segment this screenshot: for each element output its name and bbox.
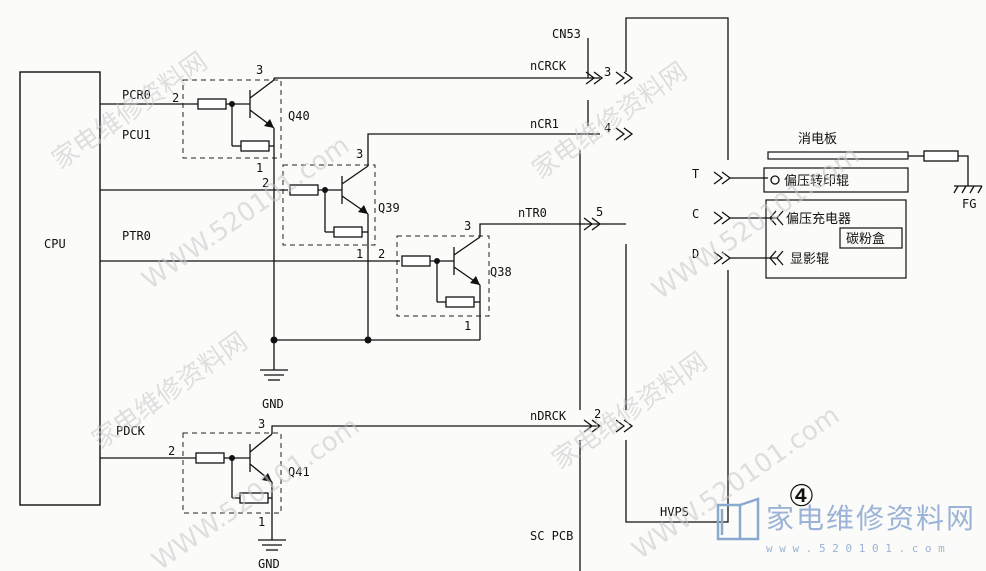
ndrck-wire	[271, 425, 600, 434]
transfer-roller-label: 偏压转印辊	[784, 174, 849, 189]
pcu1-label: PCU1	[122, 128, 151, 142]
toner-box-label: 碳粉盒	[846, 231, 885, 247]
pcr0-label: PCR0	[122, 88, 151, 102]
t-label: T	[692, 167, 699, 181]
pin-cn-3: 3	[604, 65, 611, 79]
transistor-q40	[182, 78, 282, 159]
watermark-text-2: 家电维修资料网	[87, 327, 253, 456]
ncr1-wire	[367, 133, 600, 166]
transistor-q39	[282, 164, 376, 246]
connector-chevron-4	[615, 127, 634, 141]
hvps-label: HVPS	[660, 505, 689, 519]
ncrck-label: nCRCK	[530, 59, 567, 73]
pin-q39-3: 3	[356, 147, 363, 161]
pin-q40-1: 1	[256, 161, 263, 175]
pin-q41-1: 1	[258, 515, 265, 529]
toner-box-frame	[839, 227, 903, 249]
pin-q38-1: 1	[464, 319, 471, 333]
pin-cn-2: 2	[594, 407, 601, 421]
transistor-q41	[182, 432, 282, 540]
pin-cn-4: 4	[604, 121, 611, 135]
q40-label: Q40	[288, 109, 310, 123]
transistor-q38	[396, 235, 490, 340]
cpu-block	[19, 71, 101, 506]
fg-resistor	[923, 150, 959, 162]
ground-symbol-bottom	[258, 539, 286, 551]
ntr0-label: nTR0	[518, 206, 547, 220]
transfer-roller-icon	[770, 175, 780, 185]
connector-chevron-2	[583, 419, 634, 433]
connector-chevron-3	[585, 71, 634, 85]
q38-label: Q38	[490, 265, 512, 279]
pin-q39-1: 1	[356, 247, 363, 261]
pin-q41-3: 3	[258, 417, 265, 431]
q39-label: Q39	[378, 201, 400, 215]
watermark-url-2: WWW.520101.com	[147, 411, 365, 571]
watermark-url-1: WWW.520101.com	[137, 130, 355, 295]
cn53-label: CN53	[552, 27, 581, 41]
pin-q39-2: 2	[262, 176, 269, 190]
pin-q40-2: 2	[172, 91, 179, 105]
charger-label: 偏压充电器	[786, 211, 851, 227]
ntr0-wire	[479, 223, 600, 237]
transfer-roller-box	[763, 167, 909, 193]
pin-q38-3: 3	[464, 219, 471, 233]
gnd-label-top: GND	[262, 397, 284, 411]
watermark-overlay: 家电维修资料网 WWW.520101.com 家电维修资料网 WWW.52010…	[47, 47, 865, 571]
hvps-frame-top	[625, 17, 729, 160]
ncr1-label: nCR1	[530, 117, 559, 131]
c-label: C	[692, 207, 699, 221]
ptr0-label: PTR0	[122, 229, 151, 243]
site-logo: 家电维修资料网 w w w . 5 2 0 1 0 1 . c o m	[716, 497, 976, 555]
gnd-label-bottom: GND	[258, 557, 280, 571]
sc-pcb-label: SC PCB	[530, 529, 573, 543]
logo-url-text: w w w . 5 2 0 1 0 1 . c o m	[766, 542, 945, 555]
watermark-text-1: 家电维修资料网	[47, 47, 213, 176]
fg-label: FG	[962, 197, 976, 211]
watermark-text-4: 家电维修资料网	[547, 347, 713, 476]
ndrck-label: nDRCK	[530, 409, 567, 423]
pin-q41-2: 2	[168, 444, 175, 458]
cpu-label: CPU	[44, 237, 66, 251]
ground-symbol-top	[260, 369, 288, 381]
toner-cartridge-frame	[765, 199, 907, 279]
pin-cn-5: 5	[596, 205, 603, 219]
discharge-plate-label: 消电板	[798, 132, 837, 147]
pin-q38-2: 2	[378, 247, 385, 261]
d-label: D	[692, 247, 699, 261]
circle-number: ④	[788, 479, 815, 514]
developer-roller-label: 显影辊	[790, 252, 829, 267]
pdck-label: PDCK	[116, 424, 146, 438]
fg-ground-symbol	[953, 185, 983, 194]
pin-q40-3: 3	[256, 63, 263, 77]
q41-label: Q41	[288, 465, 310, 479]
logo-cn-text: 家电维修资料网	[766, 502, 976, 535]
